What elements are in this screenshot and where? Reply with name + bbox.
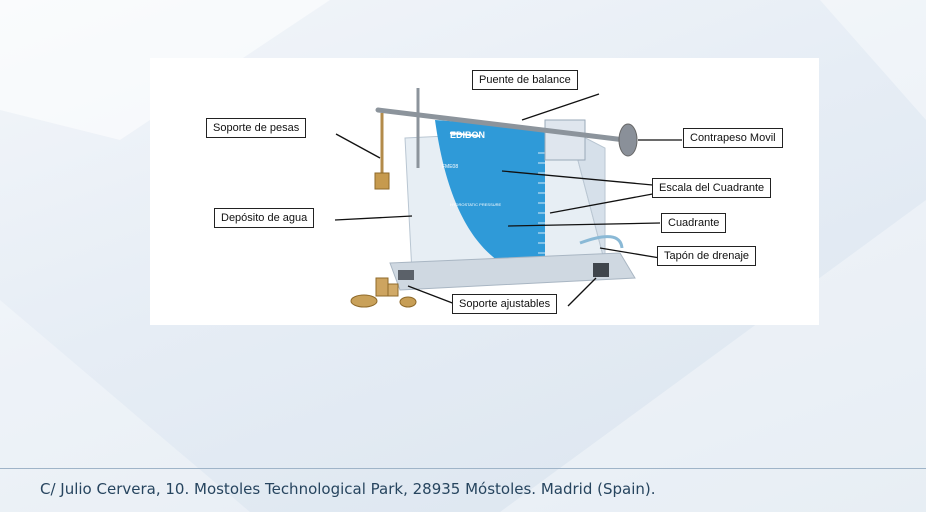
device-brand: EDIBON [450, 130, 485, 140]
footer-divider [0, 468, 926, 469]
weight-disc [375, 277, 389, 297]
hydrostatic-bench-illustration: EDIBON FME08 HYDROSTATIC PRESSURE [334, 88, 686, 308]
weight-disc [399, 296, 417, 308]
label-puente-de-balance: Puente de balance [472, 70, 578, 90]
label-soporte-de-pesas: Soporte de pesas [206, 118, 307, 138]
foot-left [398, 270, 414, 280]
quadrant-shape [435, 120, 545, 278]
apparatus-photo: EDIBON FME08 HYDROSTATIC PRESSURE [150, 58, 819, 325]
device-model: FME08 [442, 164, 458, 170]
foot-right [593, 263, 609, 277]
weight-disc [387, 283, 399, 297]
label-contrapeso-movil: Contrapeso Movil [683, 128, 783, 148]
weight-disc [350, 294, 378, 308]
label-deposito-de-agua: Depósito de agua [214, 208, 315, 228]
scale-title: HYDROSTATIC PRESSURE [450, 202, 502, 207]
footer-address: C/ Julio Cervera, 10. Mostoles Technolog… [40, 480, 656, 498]
label-escala-del-cuadrante: Escala del Cuadrante [652, 178, 772, 198]
label-tapon-de-drenaje: Tapón de drenaje [657, 246, 757, 266]
label-soporte-ajustables: Soporte ajustables [452, 294, 558, 314]
label-cuadrante: Cuadrante [661, 213, 727, 233]
counterweight [618, 123, 638, 157]
